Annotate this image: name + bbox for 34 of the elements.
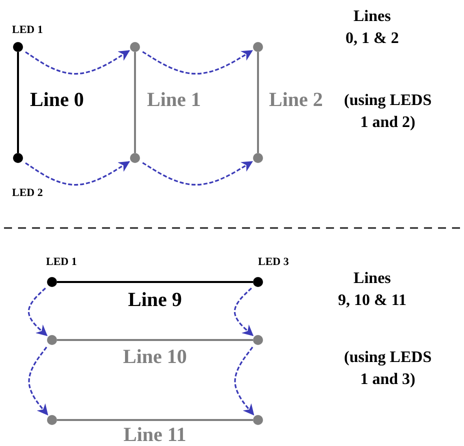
curved-arrow	[234, 288, 254, 336]
led-dot	[253, 42, 263, 52]
led-dot	[47, 277, 57, 287]
note-text: Lines 9, 10 & 11	[338, 269, 406, 311]
led-dot	[253, 335, 263, 345]
led-dot	[130, 153, 140, 163]
led-label: LED 3	[258, 256, 289, 268]
led-dot	[47, 335, 57, 345]
led-dot	[130, 42, 140, 52]
led-dot	[47, 415, 57, 425]
connecting-line	[57, 281, 253, 283]
led-label: LED 1	[46, 256, 77, 268]
curved-arrow	[142, 160, 253, 186]
curved-arrow	[142, 50, 253, 75]
curved-arrow	[234, 346, 254, 416]
note-text: (using LEDS 1 and 2)	[344, 91, 432, 133]
led-dot	[253, 277, 263, 287]
connecting-line	[17, 52, 19, 153]
curved-arrow	[28, 288, 48, 336]
note-text: (using LEDS 1 and 3)	[344, 348, 432, 390]
connecting-line	[257, 52, 259, 153]
connecting-line	[134, 52, 136, 153]
curved-arrow	[28, 346, 48, 416]
led-dot	[253, 153, 263, 163]
note-text: Lines 0, 1 & 2	[346, 7, 399, 49]
led-label: LED 2	[12, 187, 43, 199]
curved-arrow	[25, 50, 130, 75]
led-dot	[13, 42, 23, 52]
connecting-line	[57, 339, 253, 341]
curved-arrow	[25, 161, 130, 186]
led-dot	[253, 415, 263, 425]
connecting-line	[57, 419, 253, 421]
led-dot	[13, 153, 23, 163]
led-label: LED 1	[12, 24, 43, 36]
